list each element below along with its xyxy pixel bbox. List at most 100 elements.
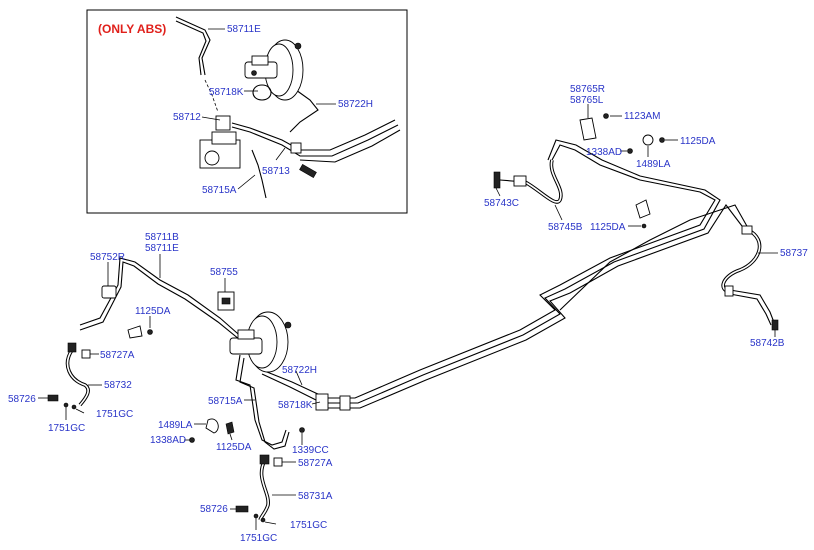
bolt-1123AM xyxy=(603,113,609,119)
label-1125DA-left: 1125DA xyxy=(135,306,171,317)
lead-1751GC-left-b xyxy=(75,408,85,414)
label-1489LA-upper: 1489LA xyxy=(636,159,671,170)
main-parts xyxy=(47,113,779,523)
label-58743C: 58743C xyxy=(484,198,519,209)
clip-1489LA-upper xyxy=(642,134,654,146)
label-58732: 58732 xyxy=(104,380,132,391)
booster-line-722 xyxy=(261,369,321,396)
main-leaders xyxy=(38,104,778,530)
fitting-58743C xyxy=(493,171,501,189)
junction-58718K xyxy=(315,393,329,411)
clip-58752R xyxy=(101,285,117,299)
front-right-hose-inner xyxy=(259,459,269,521)
label-58726-right: 58726 xyxy=(200,504,228,515)
inset-label-58718K: 58718K xyxy=(209,87,244,98)
rear-line-3 xyxy=(320,204,746,409)
label-58727A-right: 58727A xyxy=(298,458,333,469)
left-rear-hose-inner xyxy=(524,159,562,203)
bolt-1125DA-upper xyxy=(659,137,665,143)
inset-reservoir xyxy=(251,55,269,66)
inset-label-58722H: 58722H xyxy=(338,99,373,110)
label-58711B: 58711B xyxy=(145,232,179,243)
inset-pipe-top-b xyxy=(175,20,207,76)
fitting-58742B xyxy=(771,319,779,331)
master-cylinder xyxy=(229,337,263,355)
bracket-1125DA-lower xyxy=(225,421,235,435)
right-rear-tail xyxy=(729,289,776,326)
label-1338AD-lower: 1338AD xyxy=(150,435,186,446)
inset-clip-b xyxy=(299,163,317,179)
label-1751GC-right-a: 1751GC xyxy=(240,533,277,544)
inset-dashed-link xyxy=(204,79,219,113)
inset-abs-port xyxy=(204,150,220,166)
booster-line-722-b xyxy=(261,373,319,402)
label-58765R: 58765R xyxy=(570,84,605,95)
main-pipes xyxy=(65,139,776,521)
lead-58722H xyxy=(295,370,303,386)
inset-pipe-top xyxy=(175,16,211,76)
bolt-58726-right xyxy=(235,505,249,513)
inset-hose-loop xyxy=(252,84,272,101)
label-58726-left: 58726 xyxy=(8,394,36,405)
inset-label-58711E: 58711E xyxy=(227,24,261,35)
front-right-line-b xyxy=(239,357,290,450)
washer-1751GC-left-a xyxy=(63,402,69,408)
bracket-58765 xyxy=(579,117,597,141)
abs-inset: (ONLY ABS) 58711E 58718K xyxy=(86,9,408,214)
lead-58718K xyxy=(311,401,321,405)
label-58745B: 58745B xyxy=(548,222,583,233)
inset-fitting-b xyxy=(251,70,257,76)
label-58731A: 58731A xyxy=(298,491,333,502)
bolt-1338AD-upper xyxy=(627,148,633,154)
inset-lead-58713 xyxy=(275,147,286,161)
clip-1125DA-mid xyxy=(635,199,651,219)
inset-abs-motor xyxy=(211,131,237,145)
label-1751GC-left-a: 1751GC xyxy=(48,423,85,434)
lead-58743C xyxy=(495,187,501,197)
bracket-58755-tab xyxy=(221,297,231,305)
reservoir xyxy=(237,329,255,340)
inset-label-58713: 58713 xyxy=(262,166,290,177)
washer-1751GC-right-a xyxy=(253,513,259,519)
rear-line-1 xyxy=(320,144,716,399)
fitting-hose-top-left xyxy=(67,342,77,353)
inset-pipe-715 xyxy=(251,149,267,199)
bolt-58726-left xyxy=(47,394,59,402)
label-58722H: 58722H xyxy=(282,365,317,376)
lead-1125DA-lower xyxy=(229,433,233,441)
front-right-line-a xyxy=(235,354,287,446)
junction-mid xyxy=(339,395,351,411)
bolt-1125DA-left xyxy=(147,329,153,335)
inset-label-58712: 58712 xyxy=(173,112,201,123)
label-1125DA-mid: 1125DA xyxy=(590,222,626,233)
label-1751GC-left-b: 1751GC xyxy=(96,409,133,420)
washer-1751GC-right-b xyxy=(260,517,266,523)
label-58727A-left: 58727A xyxy=(100,350,135,361)
inset-pipe-main-c xyxy=(299,129,401,163)
inset-clip-a xyxy=(290,142,302,154)
label-1338AD-upper: 1338AD xyxy=(586,147,622,158)
inset-pipe-main-b xyxy=(231,124,399,157)
label-1489LA-lower: 1489LA xyxy=(158,420,193,431)
fitting-rear-tail xyxy=(724,285,734,297)
label-58718K: 58718K xyxy=(278,400,313,411)
bolt-1125DA-mid xyxy=(641,223,647,229)
rear-line-4 xyxy=(559,204,749,311)
inset-label-58715A: 58715A xyxy=(202,185,237,196)
bolt-1339CC xyxy=(299,427,305,433)
inset-abs-bracket xyxy=(215,115,231,131)
inset-pipe-722 xyxy=(289,89,319,133)
inset-lead-58712 xyxy=(201,116,221,121)
inset-frame xyxy=(86,9,408,214)
label-58715A: 58715A xyxy=(208,396,243,407)
label-1125DA-upper: 1125DA xyxy=(680,136,716,147)
lead-58745B xyxy=(554,204,563,221)
label-1123AM: 1123AM xyxy=(624,111,661,122)
abs-note: (ONLY ABS) xyxy=(98,22,166,36)
right-rear-hose-inner xyxy=(722,229,761,293)
label-1125DA-lower: 1125DA xyxy=(216,442,252,453)
label-58755: 58755 xyxy=(210,267,238,278)
label-1751GC-right-b: 1751GC xyxy=(290,520,327,531)
inset-fitting-a xyxy=(294,42,302,50)
